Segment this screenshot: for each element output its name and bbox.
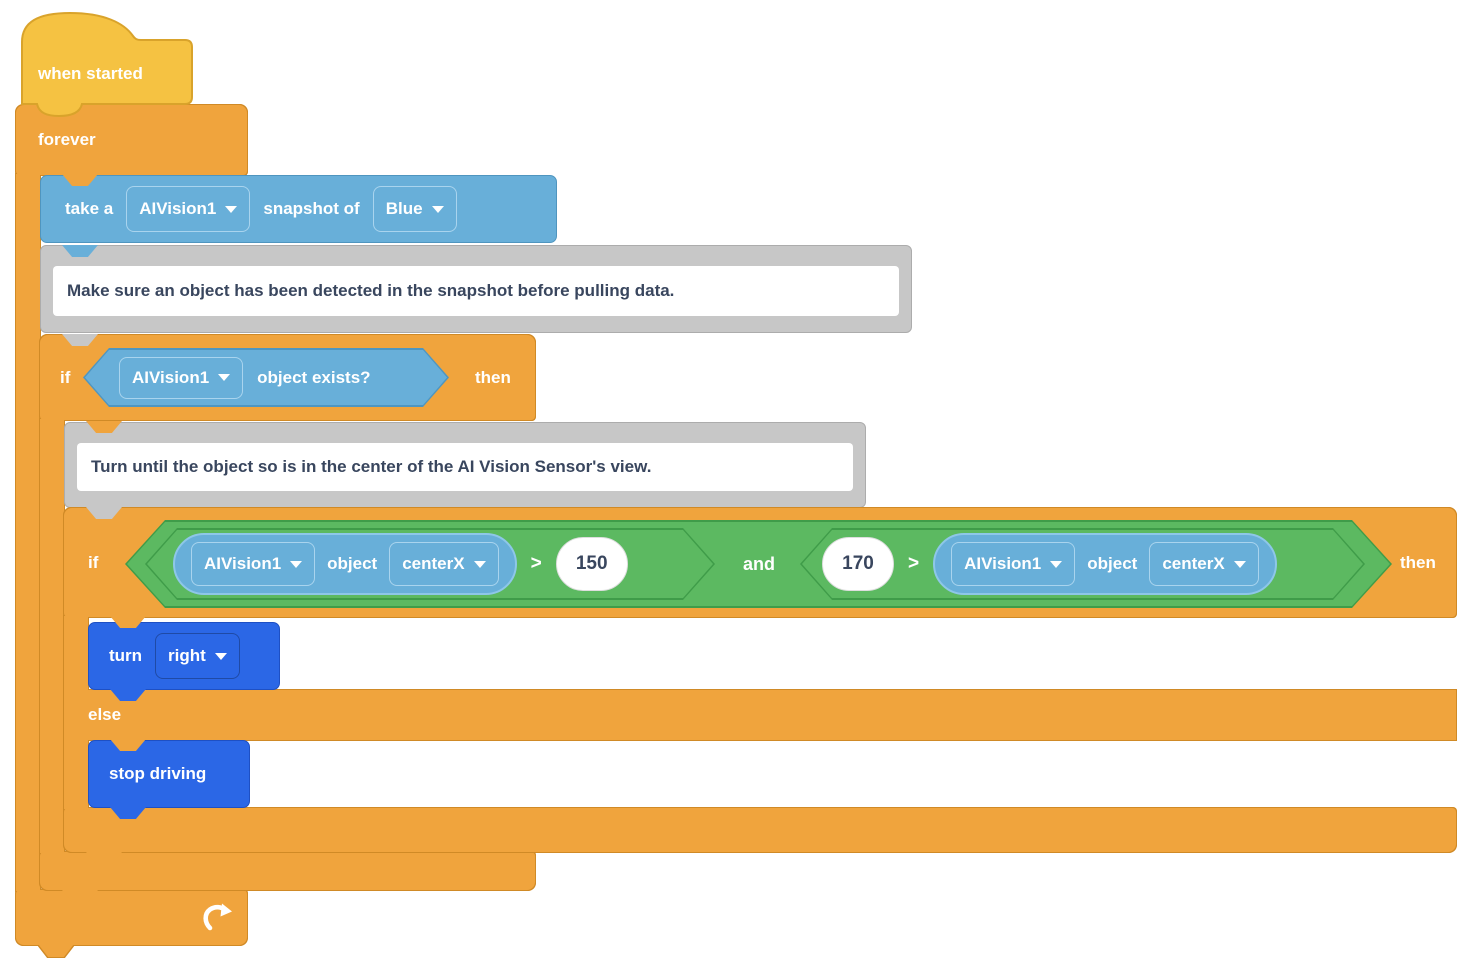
if-inner-header: if AIVision1 [64,508,1456,617]
comment-turn-text: Turn until the object so is in the cente… [91,457,652,476]
property-dropdown[interactable]: centerX [389,542,498,586]
else-keyword: else [88,705,122,724]
snapshot-color-dropdown[interactable]: Blue [372,186,457,232]
chevron-down-icon [214,652,227,660]
chevron-down-icon [225,205,238,213]
take-snapshot-block[interactable]: take a AIVision1 snapshot of Blue [40,175,557,243]
vision-object-property-reporter[interactable]: AIVision1 object centerX [173,533,517,595]
forever-left-wall [16,174,40,891]
notch-bump [110,616,146,628]
number-input[interactable]: 150 [556,537,628,591]
chevron-down-icon [218,374,230,381]
if-inner-bottom-bar [64,808,1456,852]
hat-shape [21,11,193,118]
comment-text-box[interactable]: Turn until the object so is in the cente… [77,443,853,491]
forever-label: forever [38,130,96,149]
vision-device-dropdown[interactable]: AIVision1 [126,186,251,232]
vision-device-dropdown[interactable]: AIVision1 [191,542,315,586]
turn-label: turn [109,646,143,665]
notch-bump [86,421,122,433]
notch-bump [62,334,98,346]
and-boolean[interactable]: AIVision1 object centerX > 150 [125,520,1392,608]
notch-bump [86,507,122,519]
loop-repeat-icon [203,903,232,931]
forever-bottom-bar [16,890,247,945]
greater-than-operator: > [530,553,542,574]
greater-than-operator: > [908,553,920,574]
notch-bump [62,890,98,902]
object-exists-boolean[interactable]: AIVision1 object exists? [83,348,449,407]
object-label: object [1087,554,1138,573]
chevron-down-icon [431,205,444,213]
turn-block[interactable]: turn right [88,622,280,690]
stop-driving-label: stop driving [109,764,207,783]
greater-than-boolean-left[interactable]: AIVision1 object centerX > 150 [145,528,715,600]
comment-detect-text: Make sure an object has been detected in… [67,281,675,300]
object-label: object [327,554,378,573]
else-bar: else [64,690,1456,740]
chevron-down-icon [1050,561,1062,568]
turn-direction-dropdown[interactable]: right [155,633,240,679]
vision-device-dropdown[interactable]: AIVision1 [119,357,243,399]
and-keyword: and [742,553,775,574]
then-keyword: then [1400,552,1436,572]
comment-text-box[interactable]: Make sure an object has been detected in… [53,266,899,316]
number-input[interactable]: 170 [822,537,894,591]
if-keyword: if [60,367,71,387]
comment-detect-block[interactable]: Make sure an object has been detected in… [40,245,912,333]
comment-turn-block[interactable]: Turn until the object so is in the cente… [64,422,866,508]
greater-than-boolean-right[interactable]: 170 > AIVision1 object centerX [800,528,1365,600]
notch-bump [110,807,146,819]
notch-bump [62,245,98,257]
vision-object-property-reporter[interactable]: AIVision1 object centerX [933,533,1277,595]
when-started-block[interactable]: when started [16,8,196,120]
if-outer-header: if AIVision1 object exists? then [40,335,535,420]
if-outer-left-wall [40,419,64,853]
notch-bump [110,689,146,701]
take-snapshot-middle: snapshot of [263,199,360,218]
if-outer-bottom-bar [40,852,535,890]
notch-bump [62,174,98,186]
vision-device-dropdown[interactable]: AIVision1 [951,542,1075,586]
forever-bottom-bump [38,944,74,957]
object-exists-label: object exists? [257,367,371,387]
notch-bump [110,739,146,751]
chevron-down-icon [474,561,486,568]
stop-driving-block[interactable]: stop driving [88,740,250,808]
chevron-down-icon [1234,561,1246,568]
notch-bump [86,852,122,864]
take-snapshot-prefix: take a [65,199,114,218]
then-keyword: then [475,367,511,387]
chevron-down-icon [290,561,302,568]
when-started-label: when started [38,64,143,83]
if-keyword: if [88,552,99,572]
property-dropdown[interactable]: centerX [1149,542,1258,586]
